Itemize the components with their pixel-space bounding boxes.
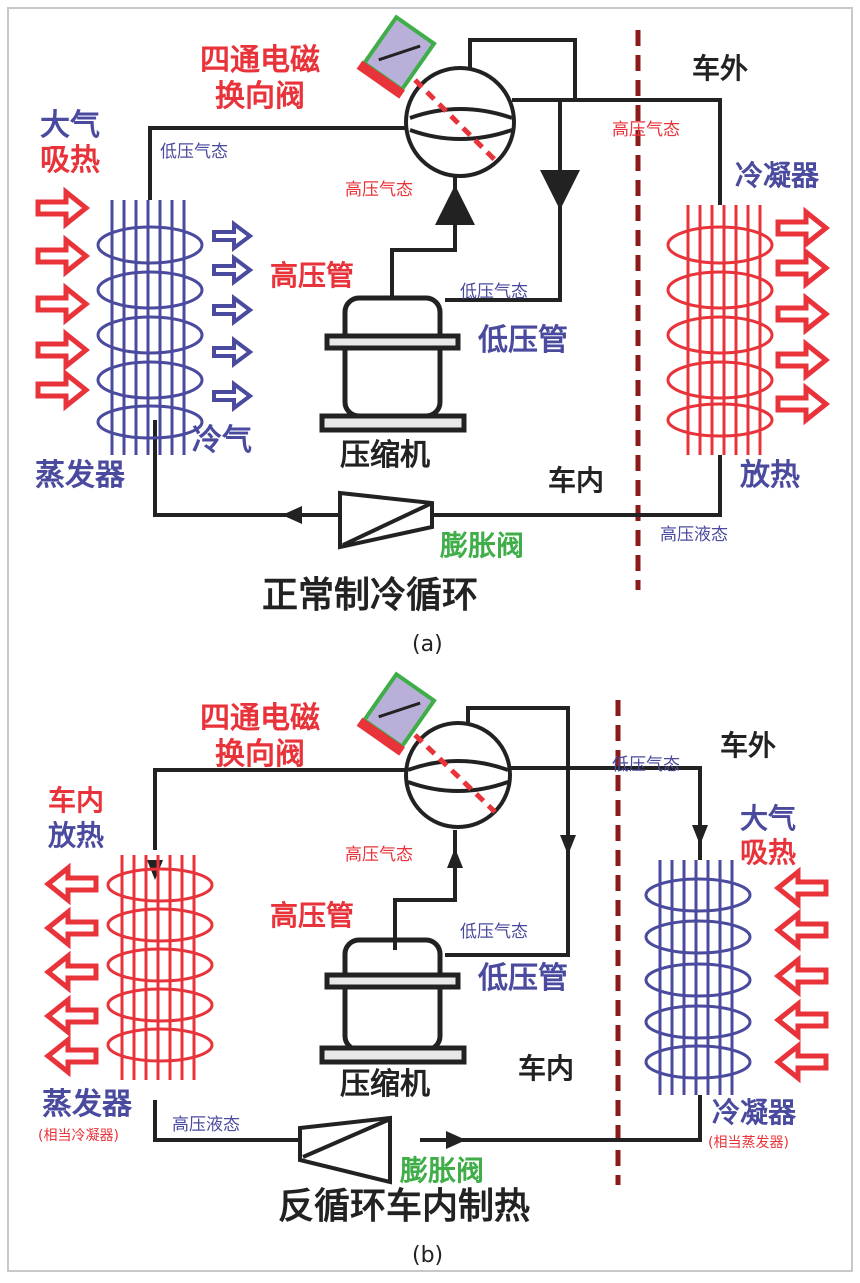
a-high-liquid-label: 高压液态 (660, 525, 728, 545)
a-compressor (319, 295, 467, 433)
a-valve-label-2: 换向阀 (215, 79, 305, 114)
a-compressor-label: 压缩机 (340, 438, 430, 473)
a-expansion-valve-label: 膨胀阀 (439, 529, 524, 562)
b-left-top-2: 放热 (47, 819, 104, 852)
a-evaporator-label: 蒸发器 (35, 458, 126, 493)
a-expansion-valve (338, 490, 434, 550)
panel-b-heating-cycle: 四通电磁 换向阀 车外 低压气态 车内 放热 大气 吸热 高压气态 高压管 低压… (38, 671, 829, 1268)
b-heat-out-arrows (43, 862, 99, 1078)
b-high-gas-mid: 高压气态 (345, 845, 413, 865)
b-condenser-coil (644, 860, 752, 1095)
b-right-top-2: 吸热 (740, 836, 796, 869)
b-inside-label: 车内 (518, 1052, 574, 1085)
b-evaporator-label: 蒸发器 (42, 1087, 133, 1122)
a-high-gas-top: 高压气态 (612, 120, 680, 140)
b-compressor (319, 937, 467, 1065)
b-expansion-valve-label: 膨胀阀 (399, 1154, 484, 1187)
b-flow-arrow-right (692, 825, 708, 845)
b-condenser-note: (相当蒸发器) (708, 1135, 789, 1151)
b-high-pipe-label: 高压管 (270, 899, 354, 932)
b-valve-label-1: 四通电磁 (200, 701, 320, 736)
panel-a-cooling-cycle: 四通电磁 换向阀 车外 大气 吸热 低压气态 高压气态 高压气态 冷凝器 高压管… (35, 14, 831, 657)
a-solenoid (356, 14, 437, 99)
a-title: 正常制冷循环 (262, 575, 478, 616)
a-evaporator-coil (96, 200, 204, 455)
b-valve-label-2: 换向阀 (215, 737, 305, 772)
b-condenser-label: 冷凝器 (712, 1096, 797, 1129)
b-right-top-1: 大气 (740, 802, 796, 835)
b-evaporator-note: (相当冷凝器) (38, 1128, 119, 1144)
b-outside-label: 车外 (720, 729, 776, 762)
a-pipes (148, 38, 722, 517)
a-cold-air-label: 冷气 (192, 423, 252, 458)
a-heat-release-label: 放热 (739, 458, 800, 493)
b-expansion-valve (298, 1115, 392, 1185)
a-high-pipe-label: 高压管 (270, 259, 354, 292)
b-solenoid (356, 671, 437, 756)
b-flow-arrow-down (560, 835, 576, 855)
b-intake-arrows (773, 866, 829, 1084)
a-left-top-2: 吸热 (40, 143, 100, 178)
a-low-gas-mid: 低压气态 (460, 282, 528, 302)
b-left-top-1: 车内 (48, 784, 104, 817)
a-low-gas-left: 低压气态 (160, 142, 228, 162)
b-flow-arrow-up (447, 848, 463, 868)
b-low-pipe-label: 低压管 (477, 961, 568, 996)
b-low-gas-mid: 低压气态 (460, 922, 528, 942)
outer-border (7, 7, 853, 1272)
a-caption: (a) (412, 632, 443, 657)
a-heat-arrows (775, 206, 831, 426)
b-caption: (b) (412, 1243, 443, 1268)
b-high-liquid-label: 高压液态 (172, 1115, 240, 1135)
a-outside-label: 车外 (692, 52, 748, 85)
a-cold-air-arrows (212, 220, 254, 412)
a-condenser-coil (666, 205, 774, 455)
b-flow-arrow-bottom (446, 1131, 466, 1149)
b-evaporator-coil (106, 855, 214, 1080)
a-low-pipe-label: 低压管 (477, 323, 568, 358)
b-title: 反循环车内制热 (278, 1186, 530, 1227)
b-low-gas-top: 低压气态 (612, 755, 680, 775)
a-inside-label: 车内 (548, 464, 604, 497)
a-high-gas-mid: 高压气态 (345, 180, 413, 200)
a-condenser-label: 冷凝器 (735, 159, 820, 192)
a-intake-arrows (35, 186, 91, 412)
a-left-top-1: 大气 (40, 108, 100, 143)
b-compressor-label: 压缩机 (340, 1067, 430, 1102)
a-valve-label-1: 四通电磁 (200, 43, 320, 78)
